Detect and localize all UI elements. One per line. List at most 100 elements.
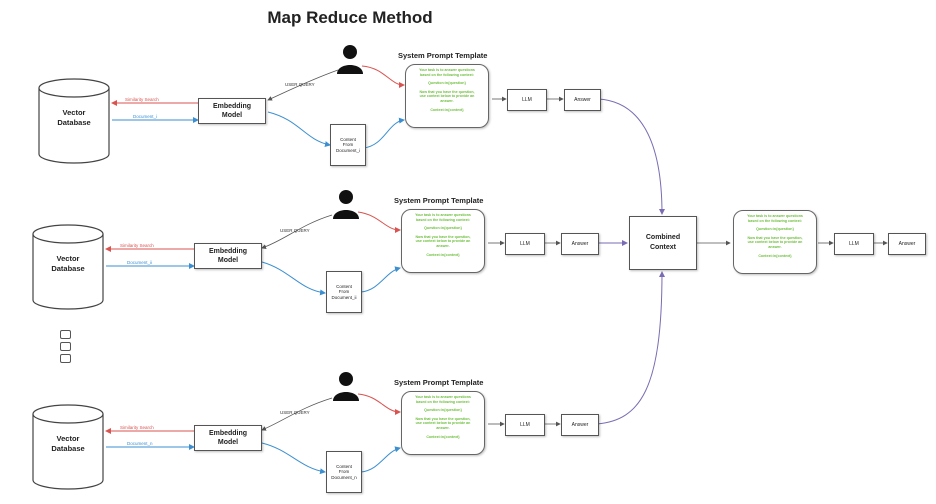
template-line: Now that you have the question,: [419, 89, 475, 94]
user-icon: [333, 372, 359, 401]
combined-line2: Context: [649, 244, 677, 251]
template-line: Now that you have the question,: [415, 234, 471, 239]
template-context: Context:\n{context}: [430, 107, 464, 112]
embedding-to-content: [261, 261, 326, 296]
template-line: Your task is to answer questions: [415, 395, 471, 399]
database-cylinder-icon: [38, 78, 110, 164]
template-question: Question:\n{question}: [424, 226, 462, 231]
user-icon: [337, 45, 363, 74]
vector-database: Vector Database: [32, 224, 104, 315]
database-cylinder-icon: [32, 224, 104, 310]
template-question: Question:\n{question}: [756, 227, 794, 232]
similarity-search-label: Similarity Search: [120, 243, 154, 248]
answer-box: Answer: [561, 233, 599, 255]
template-line: based on the following context:: [416, 399, 470, 404]
template-line: answer.: [436, 425, 450, 430]
template-line: use context below to provide an: [415, 421, 471, 426]
template-context: Context:\n{context}: [426, 252, 460, 257]
llm-box: LLM: [505, 233, 545, 255]
template-line: based on the following context:: [416, 217, 470, 222]
answer-to-combined: [598, 98, 665, 215]
content-line2: From: [338, 289, 350, 295]
final-system-prompt-template: Your task is to answer questions based o…: [733, 210, 817, 274]
embedding-model-line2: Model: [221, 112, 243, 119]
diagram-title: Map Reduce Method: [267, 8, 433, 27]
similarity-search-label: Similarity Search: [125, 97, 159, 102]
final-llm-box: LLM: [834, 233, 874, 255]
embedding-to-content: [261, 442, 326, 475]
template-line: Your task is to answer questions: [415, 213, 471, 217]
content-line3: Document_i: [335, 147, 360, 153]
content-line1: Content: [336, 283, 352, 289]
template-title: System Prompt Template: [394, 378, 484, 387]
template-line: based on the following context:: [748, 218, 802, 223]
vector-database-line1: Vector: [62, 108, 86, 117]
template-line: Your task is to answer questions: [747, 214, 803, 218]
template-context: Context:\n{context}: [426, 434, 460, 439]
content-line1: Content: [340, 136, 356, 142]
user-query-to-template: [357, 211, 401, 233]
user-query-to-template: [361, 65, 405, 88]
template-line: use context below to provide an: [419, 94, 475, 99]
content-to-template: [360, 446, 401, 473]
template-context: Context:\n{context}: [758, 253, 792, 258]
user-query-to-embedding: [261, 397, 333, 431]
final-answer-box: Answer: [888, 233, 926, 255]
llm-box: LLM: [505, 414, 545, 436]
user-query-to-template: [357, 393, 401, 415]
embedding-model-line1: Embedding: [212, 103, 252, 110]
template-title: System Prompt Template: [394, 196, 484, 205]
content-line1: Content: [336, 463, 352, 469]
document-label: Document_n: [127, 441, 153, 446]
vector-database-line2: Database: [51, 264, 85, 273]
llm-box: LLM: [507, 89, 547, 111]
template-question: Question:\n{question}: [428, 81, 466, 86]
system-prompt-template: Your task is to answer questions based o…: [401, 209, 485, 273]
user-query-label: USER QUERY: [280, 410, 310, 415]
vector-database-line1: Vector: [56, 254, 80, 263]
combined-line1: Combined: [645, 234, 681, 241]
user-icon: [333, 190, 359, 219]
template-line: answer.: [436, 243, 450, 248]
content-line2: From: [342, 142, 354, 148]
answer-box: Answer: [564, 89, 601, 111]
template-line: use context below to provide an: [747, 240, 803, 245]
similarity-search-label: Similarity Search: [120, 425, 154, 430]
ellipsis-square: [60, 330, 71, 339]
content-line2: From: [338, 469, 350, 475]
template-line: based on the following context:: [420, 72, 474, 77]
system-prompt-template: Your task is to answer questions based o…: [401, 391, 485, 455]
vector-database-label: Vector Database: [38, 108, 110, 128]
content-line3: Document_n: [331, 474, 357, 480]
user-query-label: USER QUERY: [285, 82, 315, 87]
content-to-template: [363, 117, 405, 149]
user-query-to-embedding: [267, 69, 339, 101]
template-question: Question:\n{question}: [424, 408, 462, 413]
template-line: answer.: [768, 244, 782, 249]
vector-database-line2: Database: [57, 118, 91, 127]
answer-to-combined: [596, 271, 665, 425]
vector-database-line2: Database: [51, 444, 85, 453]
vector-database: Vector Database: [32, 404, 104, 495]
user-query-label: USER QUERY: [280, 228, 310, 233]
database-cylinder-icon: [32, 404, 104, 490]
embedding-model-line1: Embedding: [208, 248, 248, 255]
embedding-model-line1: Embedding: [208, 430, 248, 437]
embedding-model-line2: Model: [217, 439, 239, 446]
vector-database-label: Vector Database: [32, 434, 104, 454]
ellipsis-square: [60, 342, 71, 351]
vector-database-label: Vector Database: [32, 254, 104, 274]
template-line: Your task is to answer questions: [419, 68, 475, 72]
content-to-template: [360, 266, 401, 293]
template-line: use context below to provide an: [415, 239, 471, 244]
template-line: Now that you have the question,: [747, 235, 803, 240]
document-label: Document_i: [133, 114, 158, 119]
